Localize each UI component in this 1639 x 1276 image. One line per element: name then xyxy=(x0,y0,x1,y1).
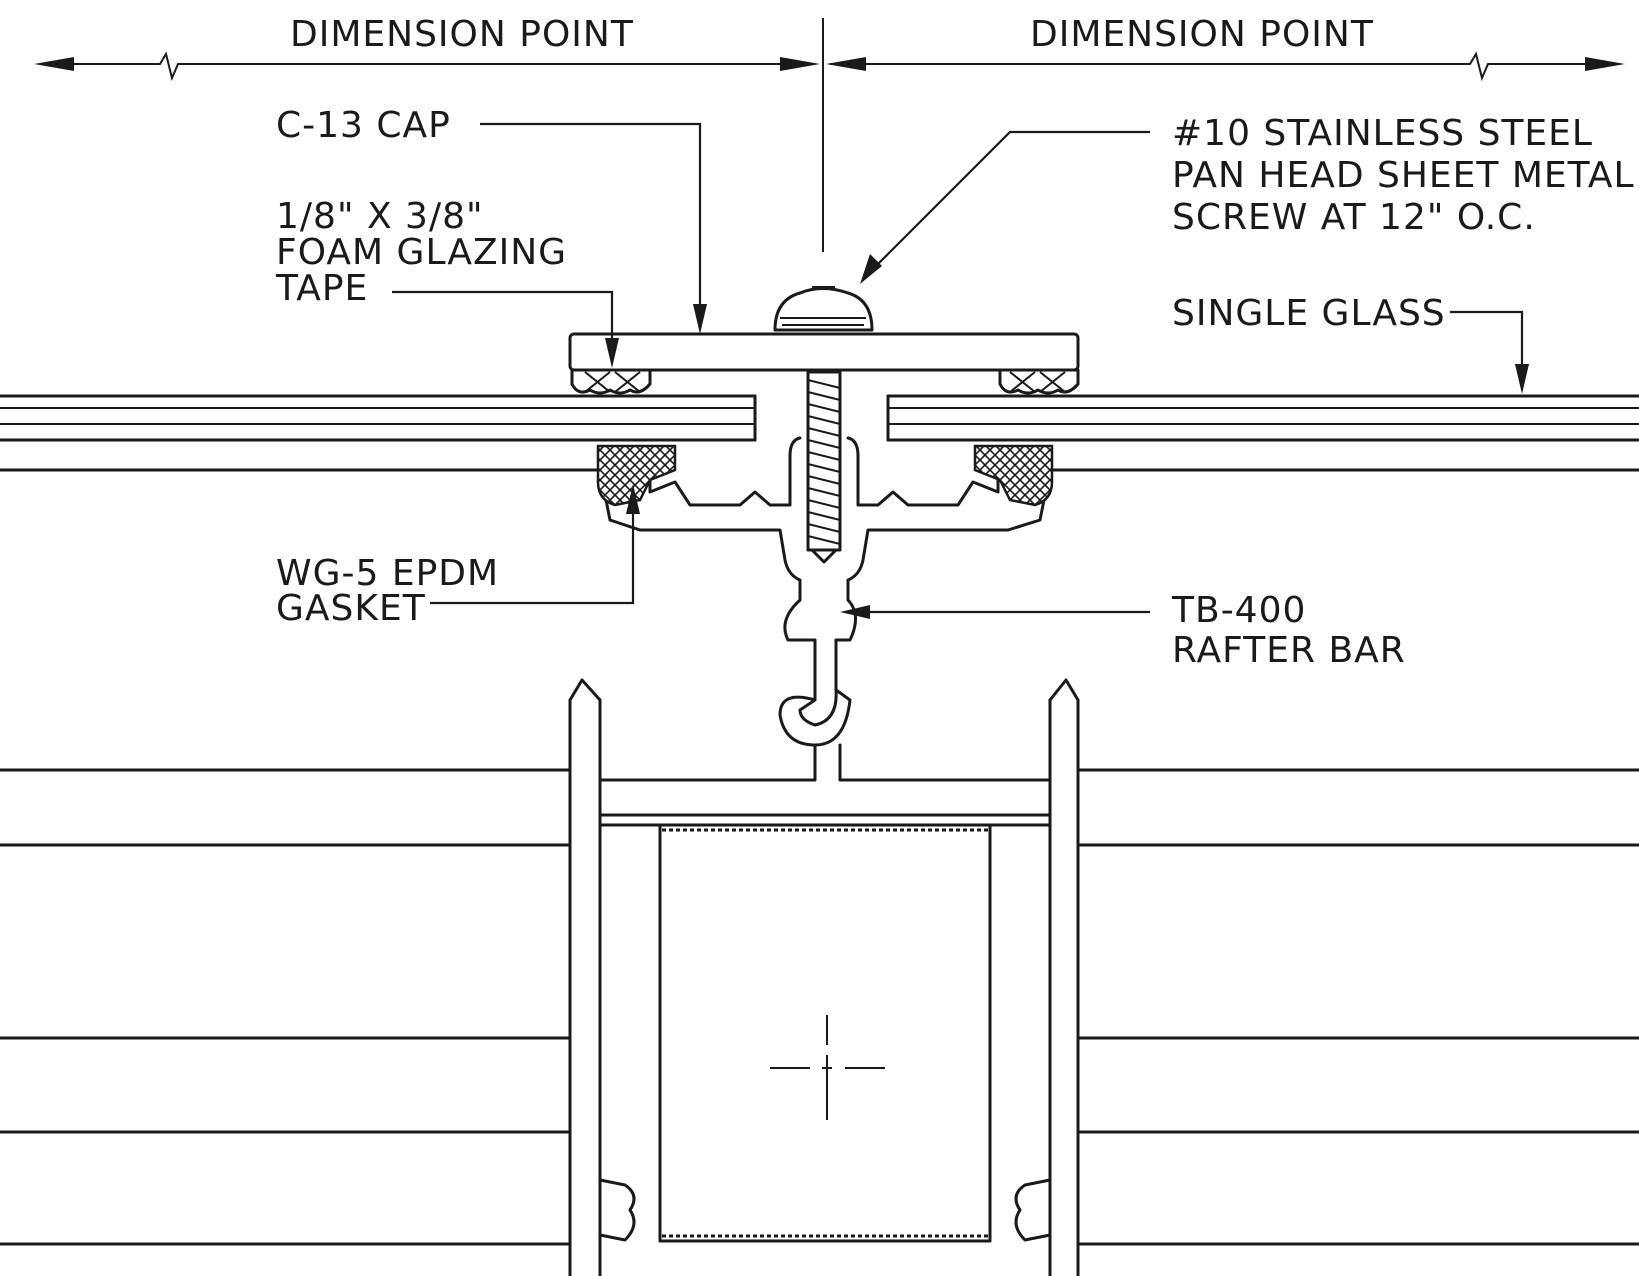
single-glass xyxy=(0,394,1639,472)
rafter-body xyxy=(568,678,1080,1276)
pan-head-screw xyxy=(773,286,874,564)
cap-label: C-13 CAP xyxy=(276,105,451,146)
rafter-label-line1: TB-400 xyxy=(1171,590,1306,631)
tape-label-line2: FOAM GLAZING xyxy=(276,232,567,273)
tape-label-line3: TAPE xyxy=(275,268,368,309)
background-lines xyxy=(0,768,1639,1246)
screw-label-line3: SCREW AT 12" O.C. xyxy=(1172,197,1536,238)
tape-label-line1: 1/8" X 3/8" xyxy=(276,196,484,237)
dimension-arrow-mid-right xyxy=(826,57,866,71)
screw-label-line2: PAN HEAD SHEET METAL xyxy=(1172,155,1635,196)
dimension-line xyxy=(34,18,1625,252)
dimension-arrow-right xyxy=(1585,57,1625,71)
leader-lines xyxy=(392,122,1529,619)
wg5-epdm-gasket xyxy=(596,444,1054,507)
gasket-label-line1: WG-5 EPDM xyxy=(276,553,499,594)
c13-cap xyxy=(568,332,1080,372)
glass-label: SINGLE GLASS xyxy=(1172,293,1446,334)
tb400-rafter-bar xyxy=(598,436,1052,782)
dimension-arrow-left xyxy=(34,57,74,71)
gasket-label-line2: GASKET xyxy=(276,588,426,629)
rafter-label-line2: RAFTER BAR xyxy=(1172,630,1406,671)
screw-label-line1: #10 STAINLESS STEEL xyxy=(1172,113,1593,154)
dimension-point-right-label: DIMENSION POINT xyxy=(1030,14,1374,55)
dimension-arrow-mid-left xyxy=(780,57,820,71)
foam-glazing-tape xyxy=(570,368,1080,395)
dimension-point-left-label: DIMENSION POINT xyxy=(290,14,634,55)
thermal-insulator xyxy=(658,823,992,1243)
